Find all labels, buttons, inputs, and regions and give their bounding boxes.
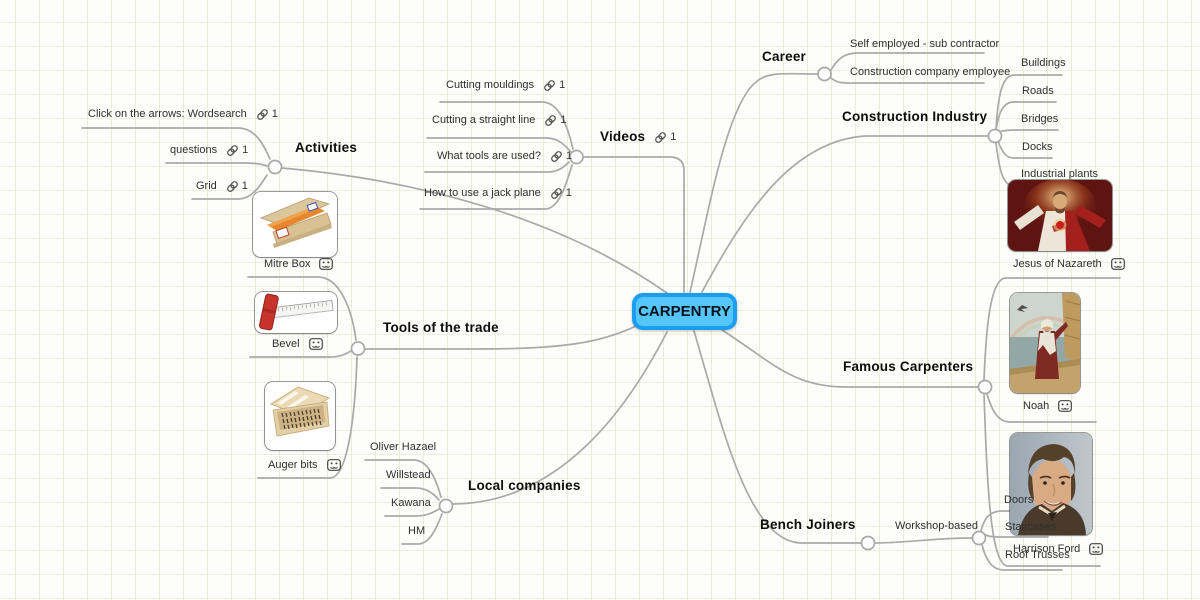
node-hm[interactable]: HM: [408, 525, 426, 537]
node-label: Harrison Ford: [1013, 543, 1081, 555]
link-count: 1: [670, 131, 677, 144]
node-label: How to use a jack plane: [424, 187, 541, 200]
node-wordsearch[interactable]: Click on the arrows: Wordsearch 1: [88, 108, 278, 121]
image-icon: [1058, 400, 1073, 412]
node-construction-company-employee[interactable]: Construction company employee: [850, 66, 1011, 78]
jesus-of-nazareth-image[interactable]: [1008, 180, 1112, 251]
node-jesus-of-nazareth[interactable]: Jesus of Nazareth: [1013, 258, 1125, 270]
node-oliver-hazael[interactable]: Oliver Hazael: [370, 441, 437, 453]
harrison-ford-image[interactable]: [1010, 433, 1092, 535]
link-count: 1: [559, 79, 566, 92]
bevel-image[interactable]: [255, 292, 337, 333]
link-icon: [545, 115, 557, 126]
link-badge[interactable]: 1: [550, 187, 572, 200]
branch-toggle-career[interactable]: [817, 66, 832, 82]
node-label: Noah: [1023, 400, 1050, 412]
node-label: Jesus of Nazareth: [1013, 258, 1102, 270]
node-label: Auger bits: [268, 459, 318, 471]
node-cutting-mouldings[interactable]: Cutting mouldings 1: [446, 79, 565, 92]
node-label: Bevel: [272, 338, 300, 350]
image-icon: [1089, 543, 1104, 555]
node-staircases[interactable]: Staircases: [1005, 521, 1057, 533]
node-harrison-ford[interactable]: Harrison Ford: [1013, 543, 1104, 555]
link-icon: [550, 188, 562, 199]
node-activities[interactable]: Activities: [295, 140, 358, 155]
branch-toggle-tools[interactable]: [350, 341, 366, 356]
image-icon: [319, 258, 334, 270]
node-tools-of-the-trade[interactable]: Tools of the trade: [383, 320, 499, 335]
link-icon: [226, 181, 238, 192]
node-kawana[interactable]: Kawana: [391, 497, 431, 509]
link-icon: [655, 132, 667, 143]
node-label: Grid: [196, 180, 217, 193]
image-icon: [1110, 258, 1125, 270]
node-videos[interactable]: Videos 1: [600, 129, 676, 145]
link-count: 1: [241, 180, 248, 193]
noah-image[interactable]: [1010, 293, 1080, 393]
node-roof-trusses[interactable]: Roof Trusses: [1005, 549, 1070, 561]
branch-toggle-local-companies[interactable]: [438, 498, 454, 514]
node-label: Click on the arrows: Wordsearch: [88, 108, 247, 121]
node-self-employed[interactable]: Self employed - sub contractor: [850, 38, 1000, 50]
node-label: Mitre Box: [264, 258, 311, 270]
image-icon: [308, 338, 323, 350]
node-cutting-a-straight-line[interactable]: Cutting a straight line 1: [432, 114, 566, 127]
node-bench-joiners[interactable]: Bench Joiners: [760, 517, 856, 532]
node-bevel[interactable]: Bevel: [272, 338, 323, 350]
link-badge[interactable]: 1: [544, 114, 566, 127]
link-icon: [544, 80, 555, 91]
node-bridges[interactable]: Bridges: [1021, 113, 1059, 125]
link-count: 1: [271, 108, 278, 121]
node-videos-label: Videos: [600, 129, 646, 144]
node-label: Cutting a straight line: [432, 114, 536, 127]
node-label: What tools are used?: [437, 150, 541, 163]
root-node-carpentry[interactable]: CARPENTRY: [632, 293, 737, 330]
node-willstead[interactable]: Willstead: [386, 469, 431, 481]
branch-toggle-construction-industry[interactable]: [987, 128, 1003, 144]
branch-toggle-videos[interactable]: [569, 149, 584, 165]
mitre-box-image[interactable]: [253, 192, 337, 257]
link-count: 1: [560, 114, 567, 127]
image-icon: [326, 459, 341, 471]
auger-bits-image[interactable]: [265, 382, 335, 450]
link-badge[interactable]: 1: [543, 79, 565, 92]
node-mitre-box[interactable]: Mitre Box: [264, 258, 334, 270]
link-icon: [256, 109, 268, 120]
link-badge[interactable]: 1: [550, 150, 572, 163]
node-grid[interactable]: Grid 1: [196, 180, 248, 193]
node-buildings[interactable]: Buildings: [1021, 57, 1066, 69]
link-count: 1: [565, 150, 573, 163]
node-doors[interactable]: Doors: [1004, 494, 1034, 506]
branch-toggle-famous-carpenters[interactable]: [977, 379, 993, 395]
branch-toggle-activities[interactable]: [267, 159, 283, 175]
node-docks[interactable]: Docks: [1022, 141, 1053, 153]
node-label: questions: [170, 144, 218, 157]
node-famous-carpenters[interactable]: Famous Carpenters: [843, 359, 974, 374]
link-icon: [227, 145, 238, 156]
link-count: 1: [565, 187, 572, 200]
link-badge[interactable]: 1: [256, 108, 278, 121]
node-industrial-plants[interactable]: Industrial plants: [1021, 168, 1099, 180]
node-noah[interactable]: Noah: [1023, 400, 1073, 412]
node-how-to-use-a-jack-plane[interactable]: How to use a jack plane 1: [424, 187, 572, 200]
node-career[interactable]: Career: [762, 49, 806, 64]
branch-toggle-workshop-based[interactable]: [971, 530, 987, 546]
branch-toggle-bench-joiners[interactable]: [860, 535, 876, 551]
link-badge[interactable]: 1: [226, 144, 248, 157]
link-icon: [551, 151, 562, 162]
node-roads[interactable]: Roads: [1022, 85, 1054, 97]
link-badge[interactable]: 1: [226, 180, 248, 193]
node-workshop-based[interactable]: Workshop-based: [895, 520, 978, 532]
node-auger-bits[interactable]: Auger bits: [268, 459, 341, 471]
node-construction-industry[interactable]: Construction Industry: [842, 109, 988, 124]
link-badge[interactable]: 1: [654, 131, 676, 144]
node-label: Cutting mouldings: [446, 79, 535, 92]
node-what-tools-are-used[interactable]: What tools are used? 1: [437, 150, 572, 163]
node-questions[interactable]: questions 1: [170, 144, 248, 157]
link-count: 1: [242, 144, 249, 157]
node-local-companies[interactable]: Local companies: [468, 478, 581, 493]
